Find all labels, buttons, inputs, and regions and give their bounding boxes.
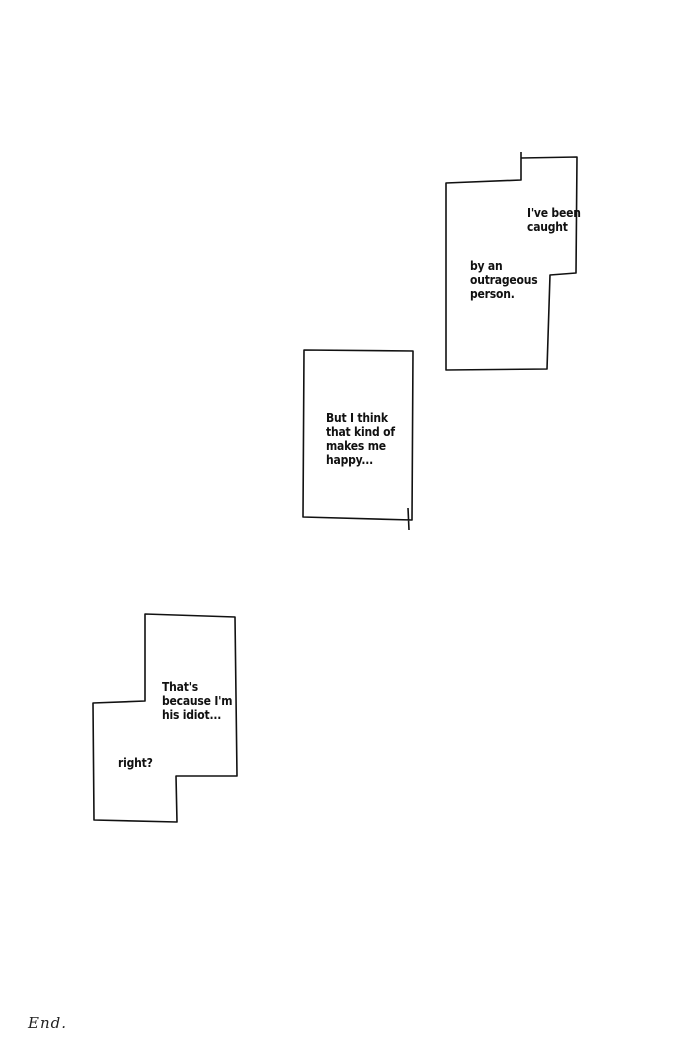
- caption-box-bottom: [92, 613, 238, 823]
- caption-box-middle: [302, 349, 414, 531]
- caption-text-makes-me-happy: But I think that kind of makes me happy.…: [326, 411, 395, 467]
- caption-text-outrageous-person: by an outrageous person.: [470, 259, 538, 301]
- caption-text-his-idiot: That's because I'm his idiot...: [162, 680, 233, 722]
- caption-box-top: [445, 152, 578, 371]
- caption-text-caught: I've been caught: [527, 206, 581, 234]
- end-mark: End.: [28, 1014, 67, 1032]
- caption-text-right: right?: [118, 756, 153, 770]
